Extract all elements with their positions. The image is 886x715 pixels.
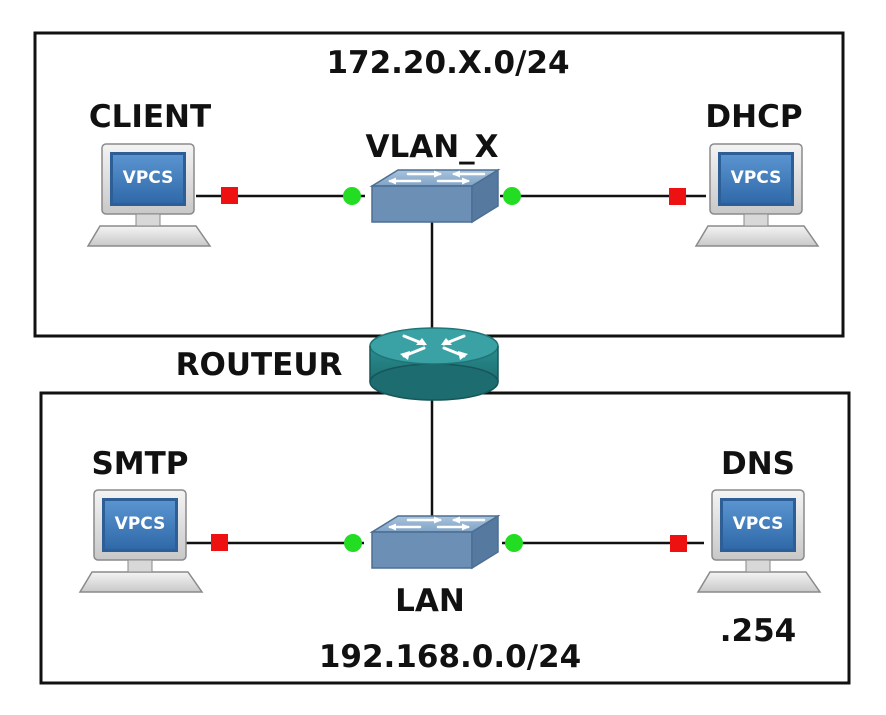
pc-client-screen-text: VPCS [123,168,174,188]
pc-dhcp-icon[interactable]: VPCS [695,143,819,247]
switch-vlan-x-icon[interactable] [370,168,500,224]
status-down-marker [670,535,687,552]
status-down-marker [221,187,238,204]
dns-address-label: .254 [720,613,797,649]
status-up-marker [503,187,521,205]
status-up-marker [344,534,362,552]
smtp-label: SMTP [91,446,188,482]
client-label: CLIENT [89,99,211,135]
lan-label: LAN [395,583,465,619]
switch-lan-icon[interactable] [370,514,500,570]
pc-dns-icon[interactable]: VPCS [697,489,821,593]
dns-label: DNS [721,446,795,482]
router-icon[interactable] [368,326,500,402]
link-status-markers [211,187,687,552]
zone-bottom-subnet-label: 192.168.0.0/24 [319,639,581,675]
router-label: ROUTEUR [176,347,343,383]
dhcp-label: DHCP [705,99,802,135]
pc-dhcp-screen-text: VPCS [731,168,782,188]
status-down-marker [211,534,228,551]
status-up-marker [343,187,361,205]
pc-dns-screen-text: VPCS [733,514,784,534]
status-up-marker [505,534,523,552]
vlan-x-label: VLAN_X [365,129,498,165]
pc-client-icon[interactable]: VPCS [87,143,211,247]
pc-smtp-icon[interactable]: VPCS [79,489,203,593]
pc-smtp-screen-text: VPCS [115,514,166,534]
status-down-marker [669,188,686,205]
zone-top-subnet-label: 172.20.X.0/24 [326,45,569,81]
